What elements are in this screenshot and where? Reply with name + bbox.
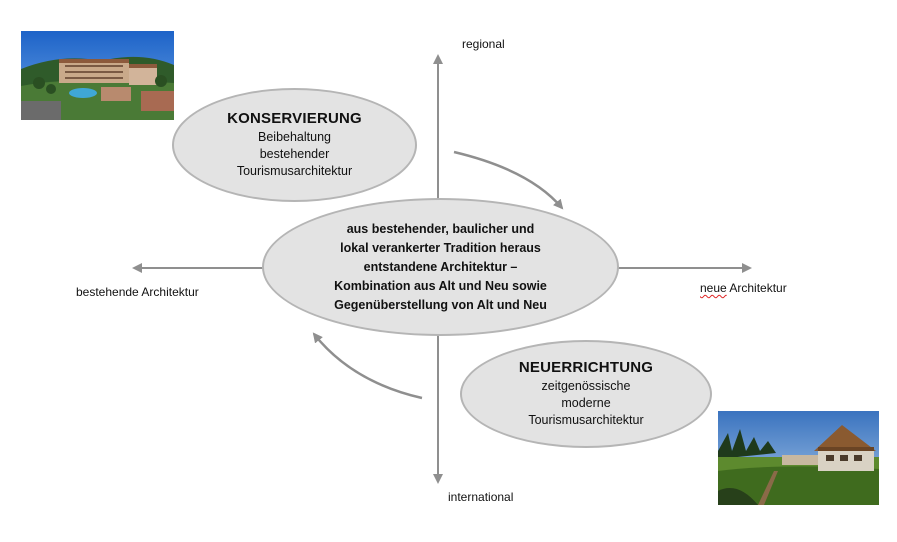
center-line-5: Gegenüberstellung von Alt und Neu — [334, 297, 547, 312]
axis-label-left: bestehende Architektur — [76, 285, 199, 299]
center-line-2: lokal verankerter Tradition heraus — [340, 240, 541, 255]
photo-hotel-complex — [21, 31, 174, 120]
curved-arrow-top-right — [453, 150, 564, 210]
center-ellipse: aus bestehender, baulicher und lokal ver… — [262, 198, 619, 336]
neuerrichtung-title: NEUERRICHTUNG — [518, 359, 654, 376]
konservierung-ellipse: KONSERVIERUNG Beibehaltung bestehender T… — [172, 88, 417, 202]
konservierung-title: KONSERVIERUNG — [227, 110, 362, 127]
konservierung-line-3: Tourismusarchitektur — [236, 164, 353, 178]
konservierung-line-1: Beibehaltung — [258, 130, 331, 144]
axis-label-bottom: international — [448, 490, 514, 504]
neuerrichtung-line-1: zeitgenössische — [541, 379, 631, 393]
axis-label-right-word2: Architektur — [729, 281, 787, 295]
photo-wooden-chalet — [718, 411, 879, 505]
center-line-3: entstandene Architektur – — [363, 259, 518, 274]
neuerrichtung-line-3: Tourismusarchitektur — [528, 413, 644, 427]
center-line-1: aus bestehender, baulicher und — [346, 221, 535, 236]
neuerrichtung-ellipse: NEUERRICHTUNG zeitgenössische moderne To… — [460, 340, 712, 448]
curved-arrow-bottom-left — [312, 332, 423, 400]
axis-label-right: neue Architektur — [700, 281, 787, 295]
axis-label-top: regional — [462, 37, 505, 51]
neuerrichtung-line-2: moderne — [561, 396, 611, 410]
center-line-4: Kombination aus Alt und Neu sowie — [334, 278, 547, 293]
konservierung-line-2: bestehender — [259, 147, 330, 161]
axis-label-right-word1: neue — [700, 281, 727, 295]
